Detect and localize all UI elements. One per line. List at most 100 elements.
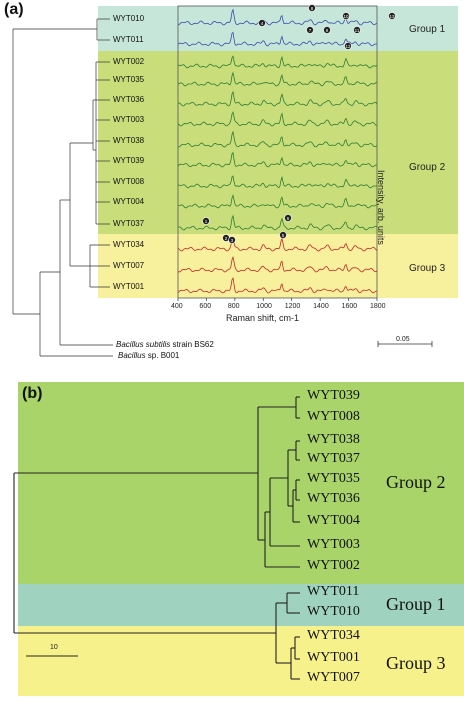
peak-marker bbox=[258, 19, 266, 27]
panel-a-tag: (a) bbox=[4, 1, 24, 18]
outgroup-strain: sp. B001 bbox=[145, 351, 180, 360]
strain-label-a: WYT001 bbox=[113, 282, 145, 291]
strain-label-a: WYT011 bbox=[113, 35, 144, 44]
raman-spectrum bbox=[177, 151, 378, 168]
peak-marker-number: 3 bbox=[231, 238, 234, 243]
strain-label-a: WYT035 bbox=[113, 75, 145, 84]
raman-x-axis-label: Raman shift, cm-1 bbox=[226, 313, 300, 323]
strain-label-b: WYT011 bbox=[307, 584, 360, 599]
x-tick-label: 1600 bbox=[341, 303, 358, 310]
strain-label-b: WYT001 bbox=[307, 650, 360, 665]
outgroup-label: Bacillus subtilis strain BS62 bbox=[116, 341, 214, 349]
raman-spectrum bbox=[177, 31, 378, 47]
strain-label-b: WYT002 bbox=[307, 558, 360, 573]
peak-marker bbox=[308, 4, 316, 12]
raman-spectrum bbox=[177, 130, 378, 148]
strain-label-b: WYT034 bbox=[307, 628, 360, 643]
peak-marker-number: 6 bbox=[287, 216, 290, 221]
peak-marker bbox=[342, 12, 350, 20]
peak-marker bbox=[388, 12, 396, 20]
x-tick-label: 1400 bbox=[313, 303, 329, 310]
peak-marker bbox=[279, 231, 287, 239]
peak-marker bbox=[306, 26, 314, 34]
group-3-band-b bbox=[18, 626, 464, 696]
group-label-a: Group 3 bbox=[409, 263, 446, 274]
peak-marker bbox=[284, 214, 292, 222]
raman-spectrum bbox=[177, 110, 378, 127]
strain-label-a: WYT037 bbox=[113, 219, 145, 228]
strain-label-b: WYT038 bbox=[307, 432, 360, 447]
strain-label-b: WYT035 bbox=[307, 471, 360, 486]
peak-marker-number: 5 bbox=[282, 233, 285, 238]
group-label-b: Group 3 bbox=[386, 653, 446, 673]
x-tick-label: 600 bbox=[199, 303, 212, 310]
raman-y-axis-label: Intensity, arb. units bbox=[376, 170, 386, 245]
x-tick-label: 1200 bbox=[284, 303, 301, 310]
peak-marker bbox=[228, 236, 236, 244]
strain-label-b: WYT010 bbox=[307, 604, 360, 619]
peak-marker-number: 11 bbox=[355, 28, 360, 33]
raman-spectrum bbox=[177, 194, 378, 209]
group-2-band-b bbox=[18, 382, 464, 584]
strain-label-b: WYT036 bbox=[307, 491, 360, 506]
raman-spectrum bbox=[177, 55, 378, 69]
strain-label-a: WYT034 bbox=[113, 240, 145, 249]
strain-label-a: WYT002 bbox=[113, 57, 145, 66]
raman-spectrum bbox=[177, 276, 378, 294]
strain-label-b: WYT008 bbox=[307, 409, 360, 424]
raman-spectrum bbox=[177, 214, 378, 231]
group-label-a: Group 1 bbox=[409, 24, 446, 35]
group-label-b: Group 2 bbox=[386, 472, 446, 492]
raman-spectrum bbox=[177, 175, 378, 189]
peak-marker bbox=[323, 26, 331, 34]
peak-marker-number: 10 bbox=[343, 14, 349, 19]
strain-label-a: WYT004 bbox=[113, 197, 145, 206]
raman-spectrum bbox=[177, 255, 378, 273]
peak-marker-number: 13 bbox=[389, 14, 395, 19]
strain-label-b: WYT007 bbox=[307, 670, 360, 685]
strain-label-a: WYT036 bbox=[113, 95, 145, 104]
peak-marker bbox=[202, 217, 210, 225]
peak-marker bbox=[344, 42, 352, 50]
strain-label-a: WYT007 bbox=[113, 261, 145, 270]
strain-label-a: WYT008 bbox=[113, 177, 145, 186]
peak-marker-number: 12 bbox=[345, 44, 351, 49]
strain-label-a: WYT038 bbox=[113, 136, 145, 145]
strain-label-a: WYT039 bbox=[113, 156, 145, 165]
outgroup-strain: strain BS62 bbox=[170, 340, 214, 349]
panel-b-tag: (b) bbox=[22, 385, 43, 402]
tree-b-scale-label: 10 bbox=[50, 644, 58, 651]
strain-label-a: WYT003 bbox=[113, 115, 145, 124]
group-label-b: Group 1 bbox=[386, 594, 446, 614]
group-1-band-a bbox=[98, 6, 458, 51]
x-tick-label: 1000 bbox=[256, 303, 272, 310]
x-tick-label: 400 bbox=[171, 303, 183, 310]
peak-marker-number: 4 bbox=[261, 21, 264, 26]
peak-marker-number: 9 bbox=[326, 28, 329, 33]
peak-marker-number: 2 bbox=[225, 236, 228, 241]
raman-spectrum bbox=[177, 71, 378, 87]
peak-marker-number: 1 bbox=[205, 219, 208, 224]
peak-marker-number: 7 bbox=[309, 28, 312, 33]
outgroup-genus: Bacillus bbox=[118, 351, 146, 360]
outgroup-label: Bacillus sp. B001 bbox=[118, 352, 179, 360]
peak-marker bbox=[353, 26, 361, 34]
strain-label-b: WYT039 bbox=[307, 388, 360, 403]
raman-spectrum bbox=[177, 236, 378, 252]
group-1-band-b bbox=[18, 584, 464, 626]
strain-label-b: WYT003 bbox=[307, 537, 360, 552]
strain-label-b: WYT004 bbox=[307, 513, 360, 528]
tree-a-scale-label: 0.05 bbox=[396, 336, 410, 343]
raman-spectrum bbox=[177, 8, 378, 26]
x-tick-label: 1800 bbox=[370, 303, 386, 310]
peak-marker-number: 8 bbox=[311, 6, 314, 11]
raman-spectrum bbox=[177, 90, 378, 107]
strain-label-b: WYT037 bbox=[307, 451, 360, 466]
outgroup-genus: Bacillus subtilis bbox=[116, 340, 171, 349]
spectrum-frame bbox=[177, 5, 378, 299]
group-3-band-a bbox=[98, 234, 458, 298]
strain-label-a: WYT010 bbox=[113, 14, 145, 23]
group-label-a: Group 2 bbox=[409, 162, 446, 173]
